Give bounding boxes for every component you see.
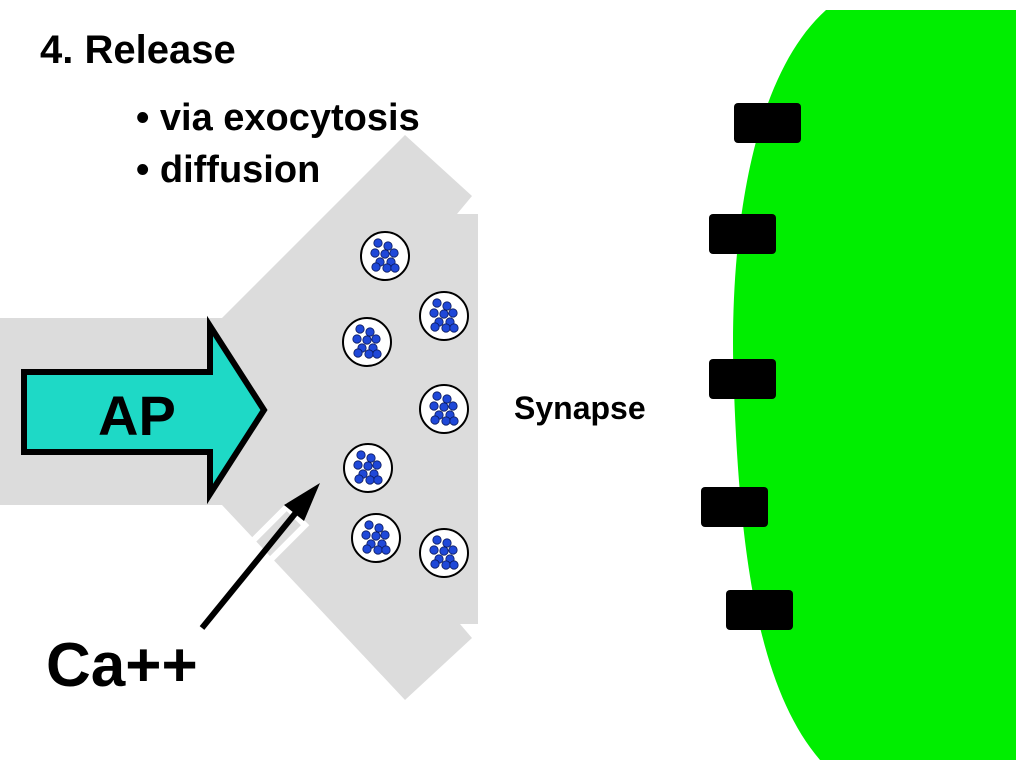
neurotransmitter-dot <box>373 545 383 555</box>
neurotransmitter-dot <box>432 298 442 308</box>
neurotransmitter-dot <box>439 546 449 556</box>
neurotransmitter-dot <box>429 401 439 411</box>
slide-heading: 4. Release <box>40 28 236 72</box>
neurotransmitter-dot <box>449 323 459 333</box>
bullet-item: diffusion <box>136 144 420 196</box>
postsynaptic-cell <box>733 10 1016 760</box>
neurotransmitter-dot <box>373 238 383 248</box>
bullet-list: via exocytosis diffusion <box>136 92 420 196</box>
neurotransmitter-dot <box>382 263 392 273</box>
neurotransmitter-dot <box>356 450 366 460</box>
neurotransmitter-dot <box>432 391 442 401</box>
vesicle <box>342 317 392 367</box>
neurotransmitter-dot <box>442 301 452 311</box>
neurotransmitter-dot <box>381 545 391 555</box>
neurotransmitter-dot <box>441 323 451 333</box>
neurotransmitter-dot <box>353 460 363 470</box>
neurotransmitter-dot <box>371 334 381 344</box>
neurotransmitter-dot <box>439 309 449 319</box>
neurotransmitter-dot <box>441 560 451 570</box>
neurotransmitter-dot <box>449 560 459 570</box>
action-potential-label: AP <box>98 384 176 447</box>
neurotransmitter-dot <box>389 248 399 258</box>
synapse-label: Synapse <box>514 390 646 426</box>
neurotransmitter-dot <box>370 248 380 258</box>
neurotransmitter-dot <box>448 308 458 318</box>
vesicle <box>419 528 469 578</box>
neurotransmitter-dot <box>383 241 393 251</box>
neurotransmitter-dot <box>430 559 440 569</box>
neurotransmitter-dot <box>430 322 440 332</box>
neurotransmitter-dot <box>352 334 362 344</box>
neurotransmitter-dot <box>362 335 372 345</box>
neurotransmitter-dot <box>355 324 365 334</box>
vesicle <box>351 513 401 563</box>
receptors <box>701 103 801 630</box>
neurotransmitter-dot <box>364 349 374 359</box>
neurotransmitter-dot <box>372 349 382 359</box>
neurotransmitter-dot <box>430 415 440 425</box>
neurotransmitter-dot <box>448 401 458 411</box>
neurotransmitter-dot <box>390 263 400 273</box>
neurotransmitter-dot <box>439 402 449 412</box>
neurotransmitter-dot <box>364 520 374 530</box>
neurotransmitter-dot <box>365 327 375 337</box>
synaptic-vesicles <box>342 231 469 578</box>
neurotransmitter-dot <box>429 308 439 318</box>
neurotransmitter-dot <box>429 545 439 555</box>
vesicle <box>419 291 469 341</box>
calcium-ion-label: Ca++ <box>46 631 198 700</box>
receptor <box>709 214 776 254</box>
receptor <box>734 103 801 143</box>
vesicle <box>360 231 410 281</box>
neurotransmitter-dot <box>374 523 384 533</box>
receptor <box>701 487 768 527</box>
vesicle <box>343 443 393 493</box>
neurotransmitter-dot <box>366 453 376 463</box>
receptor <box>726 590 793 630</box>
action-potential-arrow <box>21 315 268 505</box>
neurotransmitter-dot <box>373 475 383 485</box>
neurotransmitter-dot <box>361 530 371 540</box>
neurotransmitter-dot <box>449 416 459 426</box>
neurotransmitter-dot <box>380 249 390 259</box>
neurotransmitter-dot <box>442 538 452 548</box>
bullet-item: via exocytosis <box>136 92 420 144</box>
receptor <box>709 359 776 399</box>
neurotransmitter-dot <box>362 544 372 554</box>
vesicle <box>419 384 469 434</box>
neurotransmitter-dot <box>448 545 458 555</box>
neurotransmitter-dot <box>371 531 381 541</box>
neurotransmitter-dot <box>432 535 442 545</box>
neurotransmitter-dot <box>372 460 382 470</box>
neurotransmitter-dot <box>363 461 373 471</box>
calcium-influx-arrow <box>199 483 320 630</box>
neurotransmitter-dot <box>442 394 452 404</box>
neurotransmitter-dot <box>371 262 381 272</box>
neurotransmitter-dot <box>380 530 390 540</box>
neurotransmitter-dot <box>353 348 363 358</box>
neurotransmitter-dot <box>365 475 375 485</box>
neurotransmitter-dot <box>354 474 364 484</box>
neurotransmitter-dot <box>441 416 451 426</box>
